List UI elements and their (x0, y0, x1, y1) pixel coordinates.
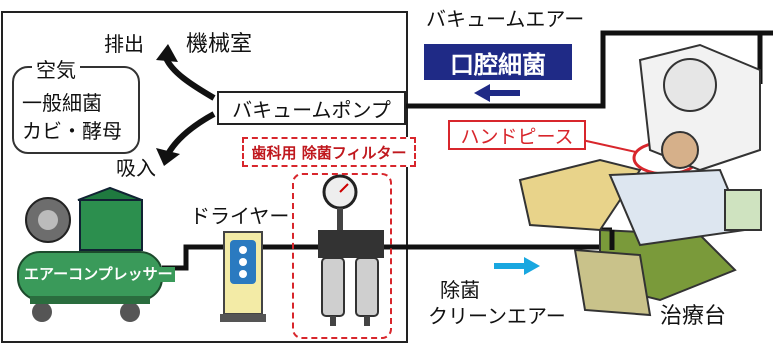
filter-outline (292, 173, 392, 339)
clean-air-line-1: 除菌 (440, 278, 480, 302)
oral-bacteria-badge: 口腔細菌 (424, 44, 572, 80)
dryer-label: ドライヤー (190, 204, 290, 228)
intake-arrowhead (156, 148, 180, 166)
clean-air-line-2: クリーンエアー (428, 304, 566, 328)
compressor-illustration (17, 186, 163, 322)
handpiece-label: ハンドピース (448, 120, 586, 150)
vacuum-pipe (402, 30, 773, 109)
vacuum-air-label: バキュームエアー (426, 7, 585, 31)
handpiece-leader (581, 139, 637, 153)
air-line-2: カビ・酵母 (22, 119, 122, 143)
compressor-label: エアーコンプレッサー (22, 265, 175, 283)
filter-illustration (318, 174, 384, 326)
air-pipe-3 (378, 227, 612, 250)
dryer-illustration (220, 231, 266, 322)
exhaust-label: 排出 (104, 32, 144, 56)
air-contaminants-box (12, 66, 140, 154)
exhaust-arrowhead (156, 44, 178, 62)
vacuum-pump-box: バキュームポンプ (217, 91, 406, 125)
intake-arrow (165, 111, 216, 156)
intake-label: 吸入 (116, 156, 156, 180)
chair-label: 治療台 (660, 304, 727, 329)
air-line-1: 一般細菌 (22, 91, 102, 115)
filter-title: 歯科用 除菌フィルター (242, 137, 416, 167)
exhaust-arrow (163, 56, 216, 101)
dental-chair-illustration (518, 43, 762, 317)
machine-room-border (1, 11, 408, 343)
machine-room-title: 機械室 (186, 32, 253, 57)
clean-flow-arrowhead (524, 257, 540, 275)
vacuum-flow-arrowhead (474, 84, 490, 102)
air-heading: 空気 (32, 60, 80, 80)
